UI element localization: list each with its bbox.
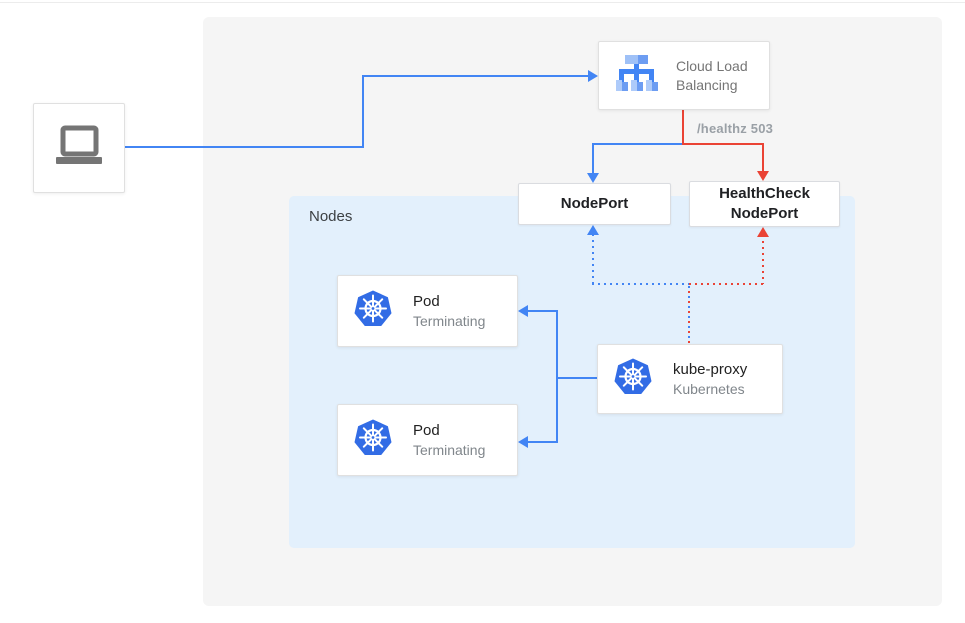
load-balancer-icon bbox=[615, 54, 659, 97]
nodeport-node: NodePort bbox=[518, 183, 671, 225]
healthcheck-label-line2: NodePort bbox=[730, 205, 799, 222]
kubernetes-icon bbox=[353, 418, 393, 463]
healthcheck-nodeport-node: HealthCheck NodePort bbox=[689, 181, 840, 227]
arrow-into-nodeport-top bbox=[587, 173, 599, 183]
nodeport-label: NodePort bbox=[560, 195, 629, 212]
lb-down-line-red bbox=[682, 110, 684, 145]
pod2-title: Pod bbox=[413, 422, 440, 439]
dotted-red-line-v bbox=[762, 235, 764, 284]
arrow-into-pod1 bbox=[518, 305, 528, 317]
kubernetes-icon bbox=[613, 357, 653, 402]
client-node bbox=[33, 103, 125, 193]
kubeproxy-split-line-v bbox=[556, 310, 558, 443]
arrow-into-load-balancer bbox=[588, 70, 598, 82]
pod2-node: Pod Terminating bbox=[337, 404, 518, 476]
client-to-lb-line-h2 bbox=[362, 75, 589, 77]
to-pod1-line bbox=[527, 310, 557, 312]
branch-blue-line-v bbox=[592, 143, 594, 174]
kube-proxy-subtitle: Kubernetes bbox=[673, 381, 745, 397]
arrow-into-pod2 bbox=[518, 436, 528, 448]
kubeproxy-up-dotted-mixed bbox=[688, 286, 690, 344]
pod1-node: Pod Terminating bbox=[337, 275, 518, 347]
healthz-503-label: /healthz 503 bbox=[697, 121, 774, 136]
kube-proxy-node: kube-proxy Kubernetes bbox=[597, 344, 783, 414]
healthcheck-label-line1: HealthCheck bbox=[719, 185, 810, 202]
nodes-group-label: Nodes bbox=[309, 208, 353, 225]
to-pod2-line bbox=[527, 441, 557, 443]
branch-blue-line-h bbox=[593, 143, 684, 145]
dotted-red-line-h bbox=[689, 283, 765, 285]
pod2-status: Terminating bbox=[413, 442, 486, 458]
top-divider bbox=[0, 2, 965, 3]
arrow-into-nodeport-bottom bbox=[587, 225, 599, 235]
arrow-into-healthcheck-bottom bbox=[757, 227, 769, 237]
branch-red-line-v bbox=[762, 143, 764, 172]
kubernetes-icon bbox=[353, 289, 393, 334]
arrow-into-healthcheck-top bbox=[757, 171, 769, 181]
cloud-load-balancing-node: Cloud Load Balancing bbox=[598, 41, 770, 110]
branch-red-line-h bbox=[682, 143, 764, 145]
dotted-blue-line-h bbox=[592, 283, 689, 285]
cloud-load-balancing-label: Cloud Load Balancing bbox=[676, 57, 748, 93]
pod1-title: Pod bbox=[413, 293, 440, 310]
pod1-status: Terminating bbox=[413, 313, 486, 329]
dotted-blue-line-v bbox=[592, 234, 594, 284]
laptop-icon bbox=[50, 117, 108, 180]
client-to-lb-line-h1 bbox=[125, 146, 362, 148]
client-to-lb-line-v bbox=[362, 75, 364, 148]
kubeproxy-out-line bbox=[557, 377, 597, 379]
kube-proxy-title: kube-proxy bbox=[673, 361, 748, 378]
